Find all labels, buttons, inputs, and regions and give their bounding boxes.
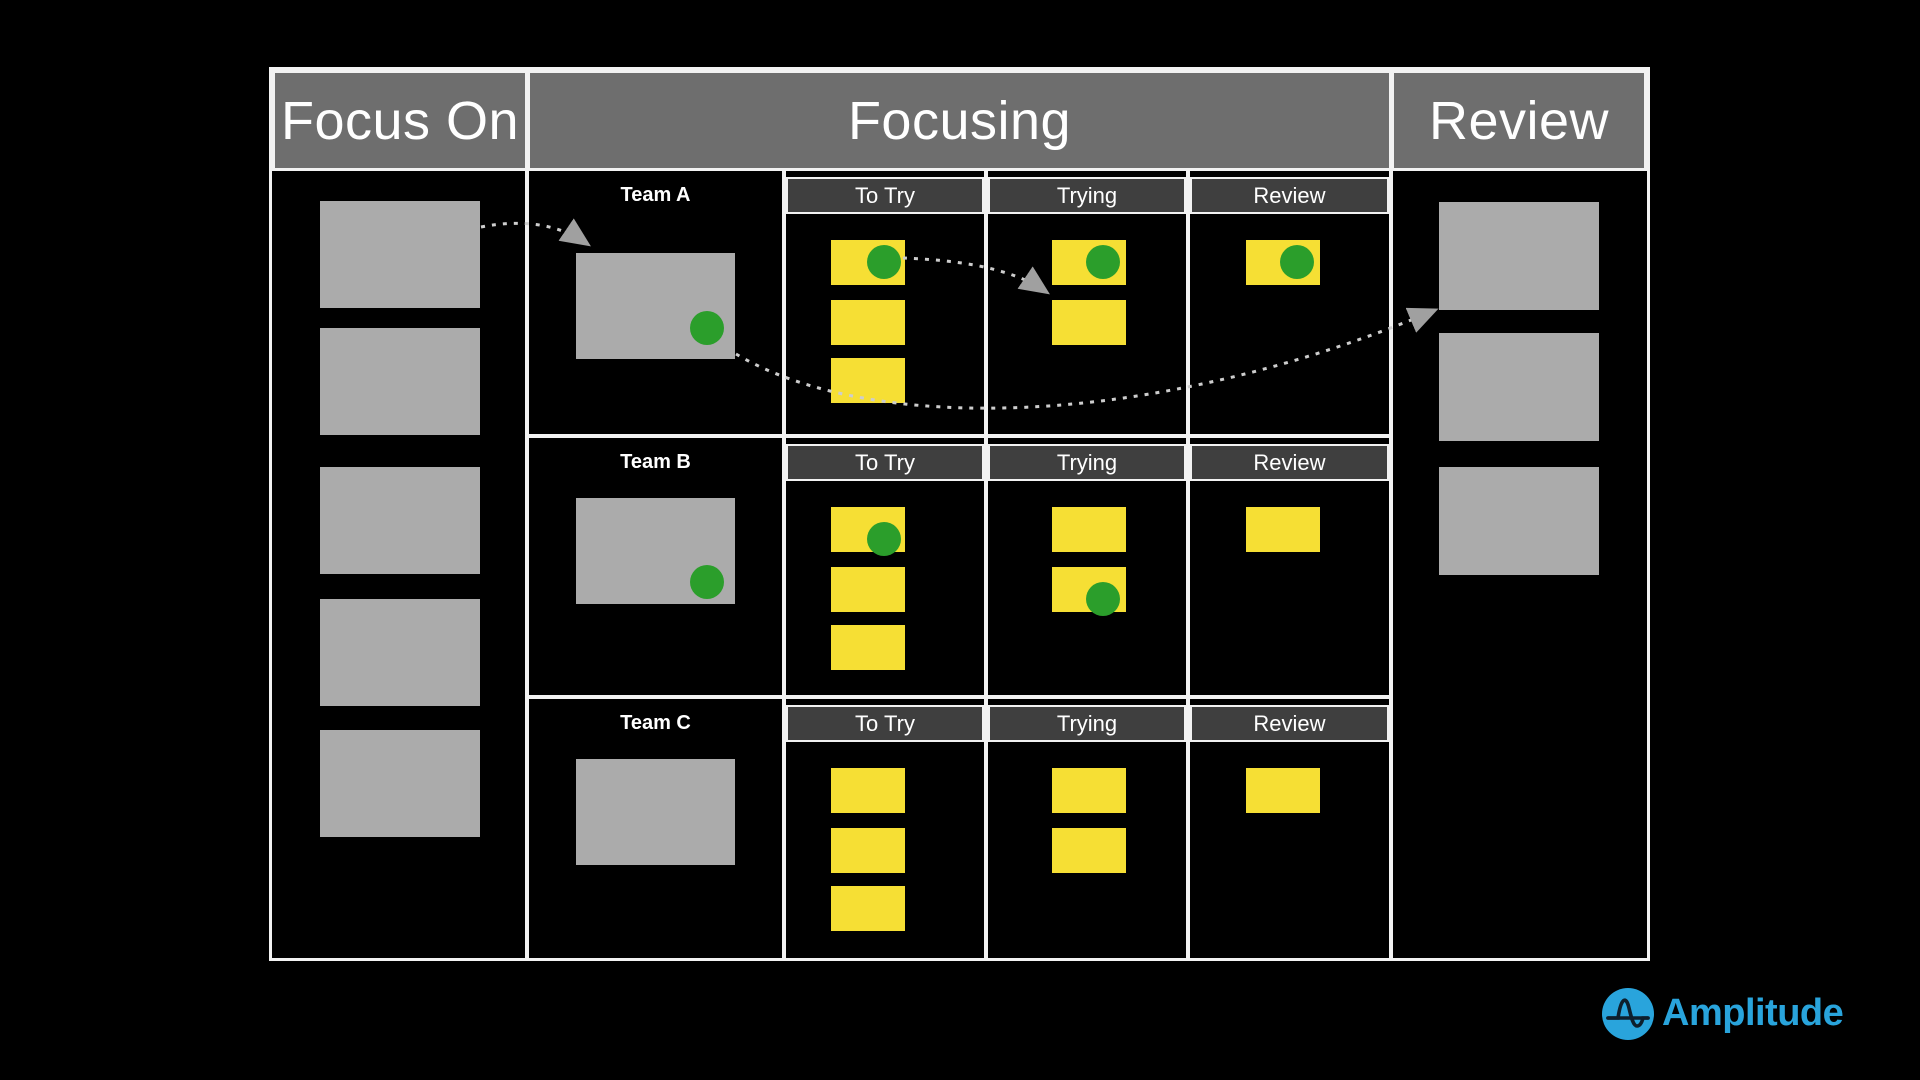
swimlane-divider xyxy=(527,434,1391,438)
green-dot-sticker[interactable] xyxy=(1086,245,1120,279)
sticky-note[interactable] xyxy=(1052,507,1126,552)
sticky-note[interactable] xyxy=(831,567,905,612)
arrow-teama-to-review-icon xyxy=(735,307,1439,410)
separator-focus-on-focusing xyxy=(525,70,529,958)
review-card[interactable] xyxy=(1439,202,1599,310)
arrow-focuson-to-teama-icon xyxy=(480,218,591,247)
subcolumn-header-trying: Trying xyxy=(988,177,1186,214)
column-header-focus-on: Focus On xyxy=(272,70,528,171)
subcolumn-header-review: Review xyxy=(1190,177,1389,214)
arrow-totry-to-trying-icon xyxy=(902,256,1050,295)
subcolumn-header-to-try: To Try xyxy=(786,705,984,742)
sticky-note[interactable] xyxy=(831,300,905,345)
subcolumn-header-review: Review xyxy=(1190,705,1389,742)
focus-on-card[interactable] xyxy=(320,730,480,837)
review-card[interactable] xyxy=(1439,333,1599,441)
focusing-label: Focusing xyxy=(847,90,1072,151)
sticky-note[interactable] xyxy=(1246,768,1320,813)
team-label-team-c: Team C xyxy=(620,712,691,734)
separator-trying-review xyxy=(1186,171,1190,958)
team-label-team-b: Team B xyxy=(620,451,691,473)
green-dot-sticker[interactable] xyxy=(867,522,901,556)
review-card[interactable] xyxy=(1439,467,1599,575)
board-frame xyxy=(269,67,1650,961)
sticky-note[interactable] xyxy=(1052,828,1126,873)
separator-focusing-review xyxy=(1389,70,1393,958)
sticky-note[interactable] xyxy=(831,886,905,931)
sticky-note[interactable] xyxy=(1052,768,1126,813)
focus-on-card[interactable] xyxy=(320,467,480,574)
green-dot-sticker[interactable] xyxy=(867,245,901,279)
subcolumn-header-trying: Trying xyxy=(988,444,1186,481)
focus-on-card[interactable] xyxy=(320,328,480,435)
focus-on-card[interactable] xyxy=(320,201,480,308)
green-dot-sticker[interactable] xyxy=(690,311,724,345)
separator-team-totry xyxy=(782,171,786,958)
subcolumn-header-trying: Trying xyxy=(988,705,1186,742)
sticky-note[interactable] xyxy=(1052,300,1126,345)
focus-on-label: Focus On xyxy=(280,90,520,151)
amplitude-wordmark: Amplitude xyxy=(1662,992,1844,1034)
subcolumn-header-review: Review xyxy=(1190,444,1389,481)
green-dot-sticker[interactable] xyxy=(1280,245,1314,279)
amplitude-logo-icon xyxy=(1602,988,1654,1040)
column-header-focusing: Focusing xyxy=(527,70,1392,171)
sticky-note[interactable] xyxy=(831,828,905,873)
sticky-note[interactable] xyxy=(831,768,905,813)
team-card[interactable] xyxy=(576,759,735,865)
sticky-note[interactable] xyxy=(1246,507,1320,552)
sticky-note[interactable] xyxy=(831,625,905,670)
sticky-note[interactable] xyxy=(831,358,905,403)
green-dot-sticker[interactable] xyxy=(690,565,724,599)
green-dot-sticker[interactable] xyxy=(1086,582,1120,616)
review-label: Review xyxy=(1428,90,1610,151)
subcolumn-header-to-try: To Try xyxy=(786,177,984,214)
focus-on-card[interactable] xyxy=(320,599,480,706)
team-label-team-a: Team A xyxy=(620,184,691,206)
subcolumn-header-to-try: To Try xyxy=(786,444,984,481)
column-header-review: Review xyxy=(1391,70,1647,171)
separator-totry-trying xyxy=(984,171,988,958)
swimlane-divider xyxy=(527,695,1391,699)
